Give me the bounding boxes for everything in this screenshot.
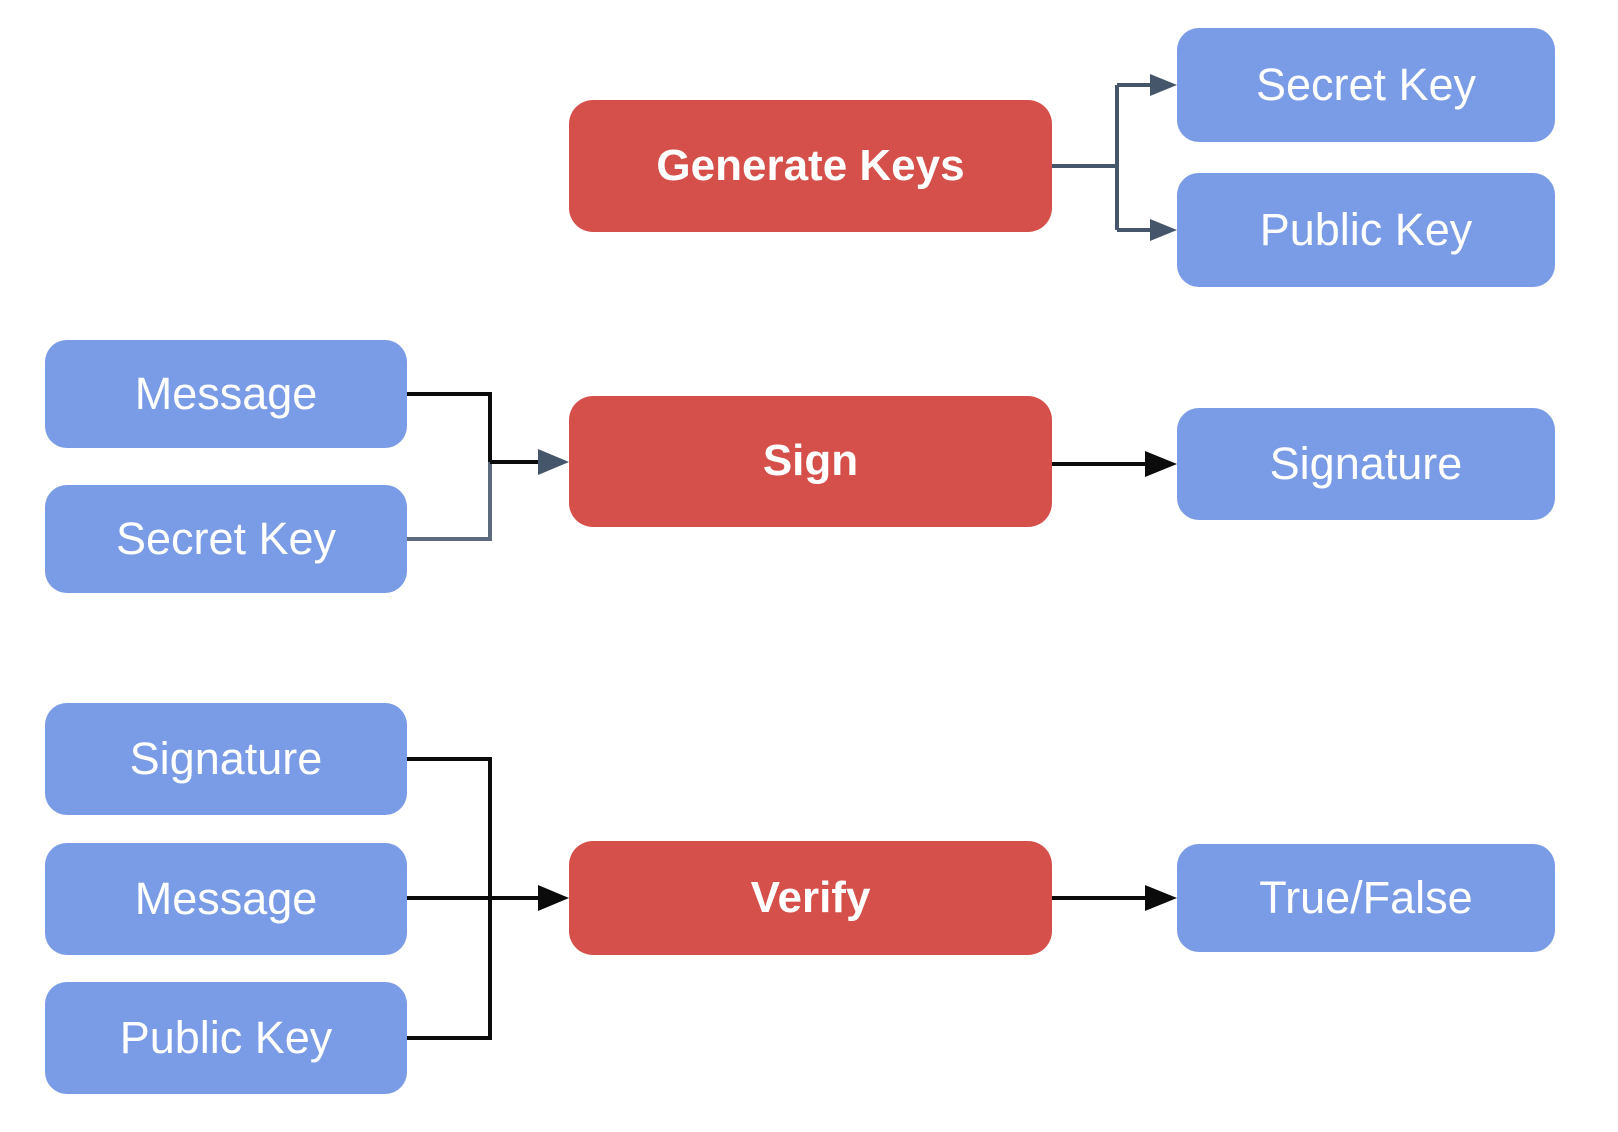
node-label-sign: Sign <box>762 436 859 486</box>
node-label-message-sign: Message <box>134 368 318 420</box>
node-generate-keys: Generate Keys <box>569 100 1052 232</box>
node-message-sign: Message <box>45 340 407 448</box>
node-label-public-key-out: Public Key <box>1259 204 1473 256</box>
node-label-signature-out: Signature <box>1269 438 1463 490</box>
connector-public-key-to-verify-elbow <box>407 898 492 1040</box>
node-secret-key-out: Secret Key <box>1177 28 1555 142</box>
node-sign: Sign <box>569 396 1052 527</box>
node-label-public-key-verify: Public Key <box>119 1012 333 1064</box>
connector-secret-key-to-sign-elbow <box>407 462 492 541</box>
arrowhead-genkeys-to-public-key <box>1150 219 1177 241</box>
connector-message-to-sign-elbow <box>407 392 492 462</box>
node-label-message-verify: Message <box>134 873 318 925</box>
node-signature-out: Signature <box>1177 408 1555 520</box>
node-label-generate-keys: Generate Keys <box>656 140 965 190</box>
node-label-secret-key-sign: Secret Key <box>115 513 337 565</box>
node-verify: Verify <box>569 841 1052 955</box>
node-signature-verify: Signature <box>45 703 407 815</box>
arrowhead-verify-to-truefalse <box>1145 885 1177 911</box>
node-label-true-false-out: True/False <box>1259 872 1473 924</box>
arrowhead-genkeys-to-secret-key <box>1150 74 1177 96</box>
node-public-key-out: Public Key <box>1177 173 1555 287</box>
node-label-verify: Verify <box>750 872 871 922</box>
node-public-key-verify: Public Key <box>45 982 407 1094</box>
arrowhead-junction-to-sign <box>538 449 569 475</box>
node-label-secret-key-out: Secret Key <box>1255 59 1477 111</box>
connector-signature-to-verify-elbow <box>407 757 492 898</box>
node-label-signature-verify: Signature <box>129 733 323 785</box>
arrowhead-sign-to-signature <box>1145 451 1177 477</box>
node-message-verify: Message <box>45 843 407 955</box>
node-true-false-out: True/False <box>1177 844 1555 952</box>
arrowhead-message-to-verify <box>538 885 569 911</box>
node-secret-key-sign: Secret Key <box>45 485 407 593</box>
